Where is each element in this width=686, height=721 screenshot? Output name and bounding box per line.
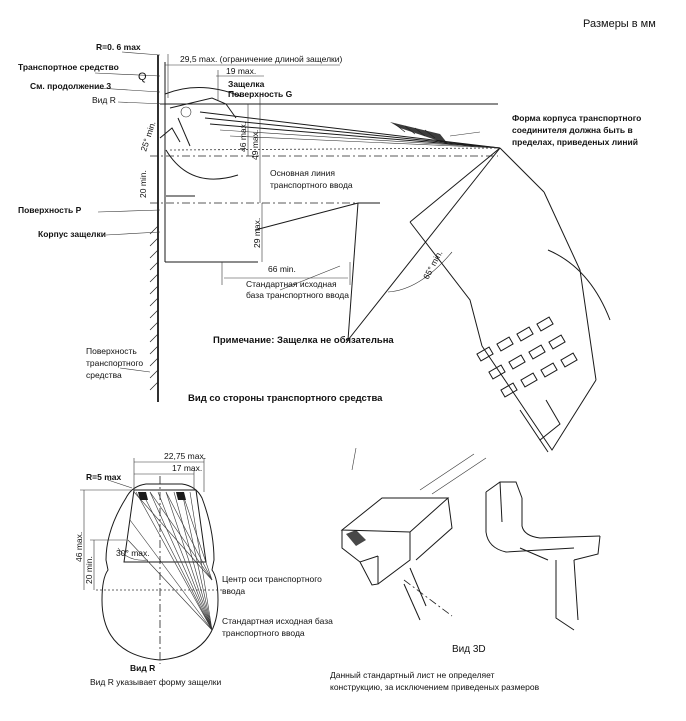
view-caption: Вид со стороны транспортного средства xyxy=(188,393,383,404)
dim-46-max-label: 46 max. xyxy=(238,122,248,152)
view-r-label: Вид R xyxy=(92,95,116,105)
body-shape-label-2: соединителя должна быть в xyxy=(512,125,633,135)
dim-20-min-label: 20 min. xyxy=(138,170,148,198)
dim-46-label-r: 46 max. xyxy=(74,532,84,562)
axis-center-label-2: ввода xyxy=(222,586,245,596)
grip-ribs xyxy=(476,316,578,398)
vehicle-surface-label-2: транспортного xyxy=(86,358,143,368)
dim-19-label: 19 max. xyxy=(226,66,256,76)
view-r-caption: Вид R указывает форму защелки xyxy=(90,677,222,687)
vehicle-surface-label-1: Поверхность xyxy=(86,346,137,356)
latch-label: Защелка xyxy=(228,79,265,89)
std-base-r-label-2: транспортного ввода xyxy=(222,628,305,638)
axis-center-label-1: Центр оси транспортного xyxy=(222,574,322,584)
std-base-label-2: база транспортного ввода xyxy=(246,290,349,300)
transport-label: Транспортное средство xyxy=(18,62,119,72)
r5-label: R=5 max xyxy=(86,472,121,482)
side-view: 25° min. 20 min. 46 max. 49 max. 29 max.… xyxy=(18,42,641,453)
dim-22-75-label: 22,75 max. xyxy=(164,451,206,461)
dim-49-max-label: 49 max. xyxy=(250,130,260,160)
main-line-label-2: транспортного ввода xyxy=(270,180,353,190)
note-label: Примечание: Защелка не обязательна xyxy=(213,335,394,346)
vehicle-surface-label-3: средства xyxy=(86,370,122,380)
view-r-title: Вид R xyxy=(130,663,155,673)
dim-29-5-label: 29,5 max. (ограничение длиной защелки) xyxy=(180,54,343,64)
dim-29-max-label: 29 max. xyxy=(252,218,262,248)
body-shape-label-1: Форма корпуса транспортного xyxy=(512,113,641,123)
view-3d-title: Вид 3D xyxy=(452,644,486,655)
body-shape-label-3: пределах, приведеных линий xyxy=(512,137,638,147)
wall-hatching xyxy=(149,225,159,391)
latch-body-label: Корпус защелки xyxy=(38,229,106,239)
angle-25-label: 25° min. xyxy=(138,120,157,153)
dim-17-label: 17 max. xyxy=(172,463,202,473)
see-continuation-label: См. продолжение 3 xyxy=(30,81,111,91)
main-line-label-1: Основная линия xyxy=(270,168,335,178)
dim-20-label-r: 20 min. xyxy=(84,556,94,584)
dim-66-label: 66 min. xyxy=(268,264,296,274)
angle-30-label: 30° max. xyxy=(116,548,150,558)
surface-g-label: Поверхность G xyxy=(228,89,293,99)
std-base-r-label-1: Стандартная исходная база xyxy=(222,616,333,626)
view-3d-note-2: конструкцию, за исключением приведеных р… xyxy=(330,682,540,692)
std-base-label-1: Стандартная исходная xyxy=(246,279,337,289)
view-3d: Вид 3D Данный стандартный лист не опреде… xyxy=(330,447,601,692)
surface-p-label: Поверхность P xyxy=(18,205,82,215)
view-r: R=5 max 22,75 max. 17 max. 46 max. 20 mi… xyxy=(74,451,333,687)
units-label: Размеры в мм xyxy=(583,18,656,30)
r06-label: R=0. 6 max xyxy=(96,42,141,52)
angle-65-label: 65° min. xyxy=(421,249,445,281)
q-label: Q xyxy=(138,71,147,83)
view-3d-note-1: Данный стандартный лист не определяет xyxy=(330,670,495,680)
latch-fan xyxy=(127,491,213,631)
